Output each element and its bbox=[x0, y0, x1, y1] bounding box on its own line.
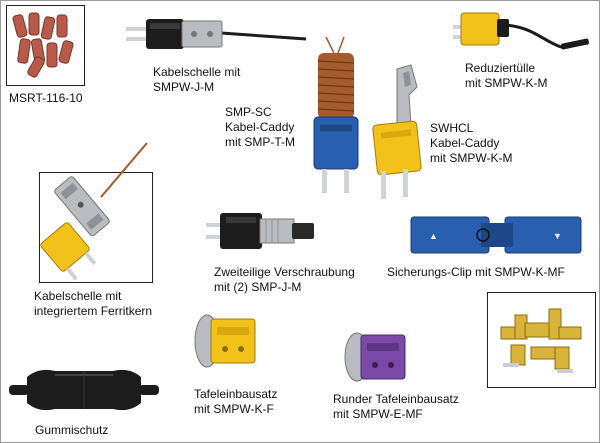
caption-sicherung: Sicherungs-Clip mit SMPW-K-MF bbox=[387, 265, 565, 279]
yellow-connector-hook-caddy-image bbox=[372, 64, 422, 199]
yellow-panel-mount-image bbox=[194, 314, 256, 368]
blue-safety-clip-image: ▲ ▼ bbox=[410, 216, 582, 254]
svg-text:▼: ▼ bbox=[553, 231, 562, 241]
purple-round-panel-mount-image bbox=[344, 332, 406, 382]
caption-msrt: MSRT-116-10 bbox=[9, 91, 83, 105]
black-connector-clamp-image bbox=[126, 19, 307, 49]
svg-text:▲: ▲ bbox=[429, 231, 438, 241]
rubber-boot-image bbox=[9, 369, 159, 411]
caption-gummi: Gummischutz bbox=[35, 423, 109, 437]
gold-terminal-connectors-image bbox=[500, 308, 582, 373]
ceramic-tubes-image bbox=[12, 12, 74, 78]
blue-connector-cable-caddy-image bbox=[313, 36, 359, 193]
yellow-connector-reducer-image bbox=[453, 12, 589, 50]
black-connector-gland-image bbox=[206, 213, 314, 249]
terminal-thumbnail-frame bbox=[487, 292, 596, 388]
ferrite-clamp-connector-image bbox=[40, 142, 148, 281]
